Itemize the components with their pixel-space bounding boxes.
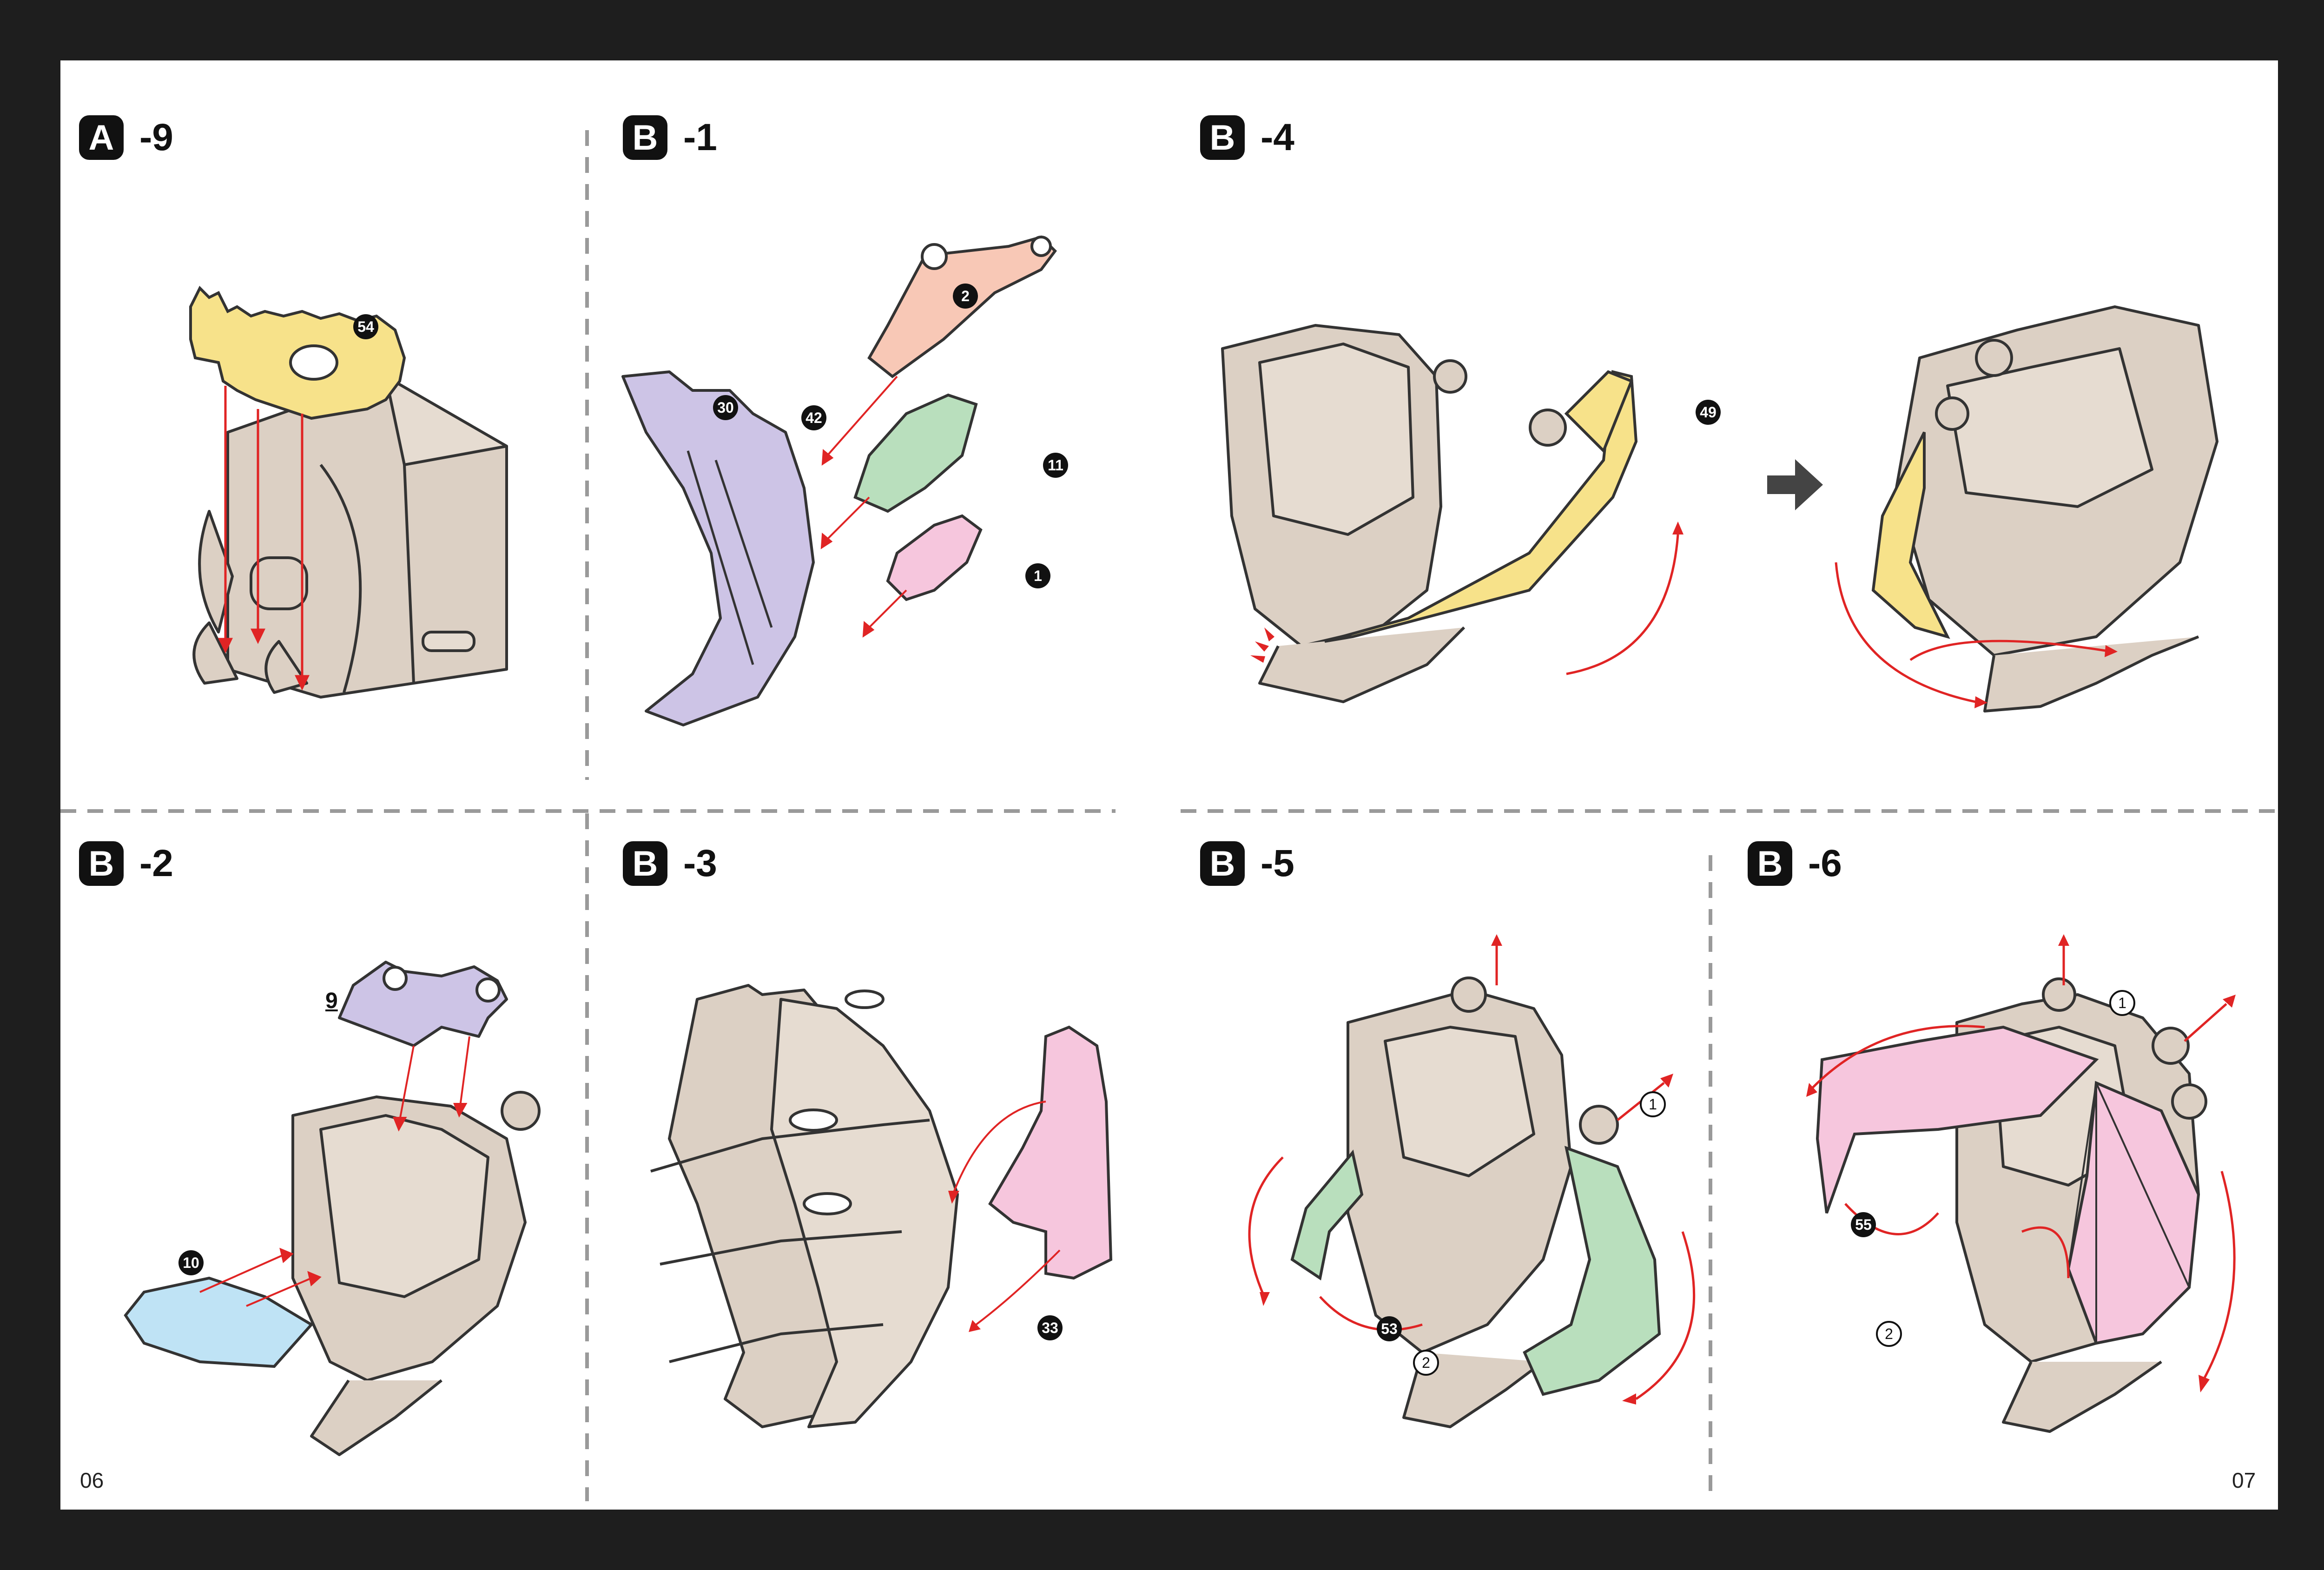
part-number-1: 1 xyxy=(1025,563,1050,588)
sequence-marker-2: 2 xyxy=(1413,1350,1439,1376)
step-a9-label: A -9 xyxy=(79,115,173,160)
part-number-42: 42 xyxy=(801,405,826,430)
step-b3-badge: B xyxy=(623,841,667,886)
step-a9-illustration xyxy=(189,285,508,699)
step-b6-label: B -6 xyxy=(1748,841,1842,886)
step-b3-number: -3 xyxy=(683,842,717,884)
page-number-left: 06 xyxy=(80,1468,104,1492)
step-b4-badge: B xyxy=(1200,115,1245,160)
step-b6-illustration xyxy=(1806,934,2236,1433)
part-number-49: 49 xyxy=(1696,400,1721,425)
step-b6-number: -6 xyxy=(1808,842,1842,884)
step-b3-illustration xyxy=(650,984,1113,1428)
instruction-sheet: A -9 54 B -1 xyxy=(60,60,2278,1510)
sequence-marker-1: 1 xyxy=(1640,1091,1666,1117)
step-b4-illustration-after xyxy=(1835,305,2218,712)
step-b4-number: -4 xyxy=(1261,116,1294,158)
step-b5-number: -5 xyxy=(1261,842,1294,884)
sequence-marker-2-b6: 2 xyxy=(1876,1321,1902,1347)
step-b4-next-arrow xyxy=(1767,459,1823,510)
step-b5-label: B -5 xyxy=(1200,841,1294,886)
part-number-33: 33 xyxy=(1037,1315,1063,1340)
step-a9-number: -9 xyxy=(139,116,173,158)
step-b1-illustration xyxy=(621,235,1057,726)
part-number-9: 9 xyxy=(325,989,338,1013)
step-b5-badge: B xyxy=(1200,841,1245,886)
part-number-53: 53 xyxy=(1377,1316,1402,1341)
step-b2-badge: B xyxy=(79,841,124,886)
section-dividers xyxy=(60,130,2278,1501)
page-number-right: 07 xyxy=(2232,1468,2256,1492)
part-number-30: 30 xyxy=(713,395,738,420)
part-number-54: 54 xyxy=(353,314,378,339)
step-b2-label: B -2 xyxy=(79,841,173,886)
step-b1-label: B -1 xyxy=(623,115,717,160)
part-number-10: 10 xyxy=(178,1250,204,1275)
step-b5-illustration xyxy=(1248,934,1695,1428)
step-a9-badge: A xyxy=(79,115,124,160)
part-number-2: 2 xyxy=(953,284,978,309)
step-b4-label: B -4 xyxy=(1200,115,1294,160)
step-b6-badge: B xyxy=(1748,841,1792,886)
part-number-55: 55 xyxy=(1851,1212,1876,1237)
step-b4-illustration-before xyxy=(1221,324,1684,703)
sequence-marker-1-b6: 1 xyxy=(2109,990,2135,1016)
step-b2-number: -2 xyxy=(139,842,173,884)
step-b2-illustration xyxy=(124,961,541,1456)
step-b3-label: B -3 xyxy=(623,841,717,886)
part-number-11: 11 xyxy=(1043,453,1068,478)
step-b1-badge: B xyxy=(623,115,667,160)
step-b1-number: -1 xyxy=(683,116,717,158)
